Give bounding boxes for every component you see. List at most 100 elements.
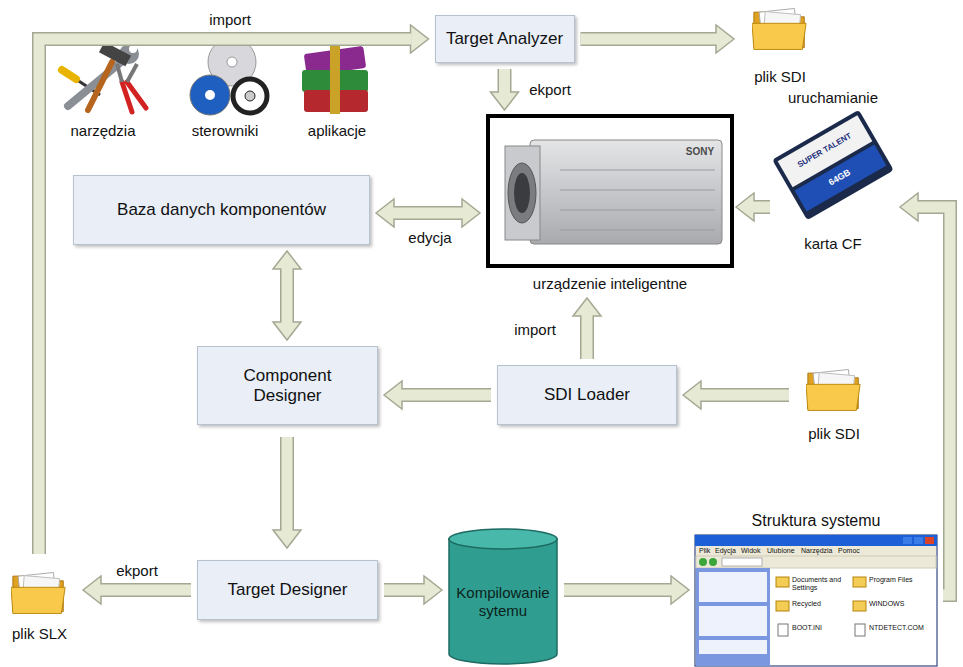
arrow-shaft: [401, 390, 491, 401]
node-text: plik SLX: [12, 625, 67, 642]
block-arrow: [564, 576, 689, 604]
text-label: Program Files: [869, 576, 931, 584]
block-arrow: [83, 576, 191, 604]
text-label: SONY: [686, 146, 714, 158]
explorer-screenshot-part: [696, 556, 936, 568]
cd-icon-part: [190, 75, 230, 115]
explorer-screenshot-part: [709, 558, 717, 566]
text-label: aplikacje: [308, 122, 366, 139]
arrow-outline: [100, 583, 191, 597]
explorer-screenshot-part: [778, 624, 788, 636]
camera-illustration: [488, 116, 732, 266]
text-label: sterowniki: [192, 122, 259, 139]
explorer-screenshot-part: [695, 535, 937, 666]
arrow-outline: [393, 206, 463, 220]
process-box: Target Analyzer: [435, 15, 575, 63]
cd-icon-part: [227, 57, 237, 67]
icon-node: urządzenie inteligentne: [486, 116, 734, 292]
explorer-screenshot-part: [776, 601, 789, 611]
arrow-outline: [580, 315, 594, 359]
block-arrow: [39, 25, 429, 554]
arrow-head: [462, 199, 480, 227]
block-arrow: [683, 381, 789, 409]
arrow-shaft: [393, 208, 463, 219]
arrow-head: [83, 576, 101, 604]
node-text: plik SDI: [754, 68, 806, 85]
arrow-head: [900, 193, 918, 221]
explorer-screenshot: [695, 535, 937, 666]
edge-label: ekport: [114, 562, 160, 579]
block-arrow: [491, 69, 519, 110]
text-label: WINDOWS: [869, 600, 931, 608]
tools-icon-part: [127, 82, 146, 108]
arrow-outline: [280, 437, 294, 531]
cylinder-outline-part: [449, 538, 557, 664]
edge-label: edycja: [406, 229, 453, 246]
arrow-head: [273, 322, 301, 340]
block-arrow: [384, 576, 442, 604]
arrow-shaft: [282, 268, 293, 323]
folder-icon: [806, 369, 860, 410]
arrow-shaft: [499, 69, 510, 93]
arrow-shaft: [700, 390, 789, 401]
cf-card-illustration-part: [772, 110, 894, 221]
explorer-screenshot-part: [699, 606, 767, 636]
explorer-screenshot-part: [695, 535, 937, 546]
folder-icon: [11, 572, 65, 613]
explorer-screenshot-part: [699, 640, 767, 654]
cd-icon: [190, 38, 267, 115]
arrow-outline: [498, 69, 512, 93]
arrow-shaft: [582, 315, 593, 359]
icon-node: plik SDI: [795, 362, 873, 442]
explorer-screenshot-part: [925, 537, 934, 544]
text-label: 64GB: [827, 168, 852, 188]
text-label: Documents and Settings: [792, 576, 848, 591]
folder-icon: [752, 8, 806, 49]
node-text: Baza danych komponentów: [117, 200, 326, 220]
tools-icon-part: [117, 64, 122, 82]
arrow-head: [716, 25, 734, 53]
node-text: Kompilowanie sytemu: [455, 584, 551, 619]
node-text: plik SDI: [808, 425, 860, 442]
text-label: Ulubione: [767, 547, 795, 555]
tools-icon-part: [88, 62, 112, 110]
camera-illustration-part: [505, 146, 540, 240]
text-label: Widok: [741, 547, 760, 555]
arrow-head: [736, 193, 754, 221]
explorer-screenshot-part: [855, 624, 865, 636]
explorer-screenshot-part: [722, 558, 762, 566]
node-text: SDI Loader: [544, 385, 630, 405]
block-arrow: [376, 199, 480, 227]
arrow-shaft: [581, 34, 718, 45]
text-label: Plik: [699, 547, 710, 555]
process-box: Target Designer: [197, 560, 378, 620]
block-arrow: [581, 25, 735, 53]
arrow-head: [273, 251, 301, 269]
node-text: karta CF: [804, 235, 862, 252]
node-text: Struktura systemu: [752, 512, 881, 530]
camera-illustration-part: [488, 116, 732, 266]
arrow-shaft: [100, 585, 191, 596]
arrow-shaft: [564, 585, 672, 596]
node-text: urządzenie inteligentne: [533, 275, 687, 292]
cd-icon-part: [205, 90, 215, 100]
process-box: Component Designer: [197, 346, 378, 425]
arrow-shaft: [39, 39, 412, 554]
arrow-outline: [753, 200, 770, 214]
text-label: Recycled: [792, 600, 848, 608]
arrow-head: [424, 576, 442, 604]
explorer-screenshot-part: [776, 577, 789, 587]
arrow-head: [491, 92, 519, 110]
camera-illustration-part: [560, 210, 715, 211]
text-label: uruchamianie: [788, 89, 878, 106]
tools-icon-part: [68, 58, 126, 106]
arrow-outline: [39, 39, 412, 554]
explorer-screenshot-part: [699, 558, 707, 566]
text-label: Edycja: [715, 547, 736, 555]
block-arrow: [900, 193, 950, 595]
archive-icon: [302, 46, 368, 114]
cd-icon-part: [233, 79, 267, 113]
block-arrow: [273, 251, 301, 340]
